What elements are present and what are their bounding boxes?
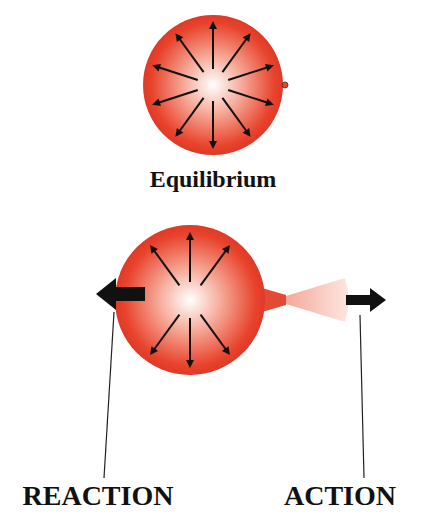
- pressure-arrow: [178, 37, 203, 72]
- pressure-arrow: [228, 67, 269, 80]
- callout-label: REACTION: [23, 480, 174, 512]
- pressure-arrow: [201, 315, 227, 351]
- air-jet: [286, 278, 349, 322]
- pressure-arrow: [153, 249, 179, 285]
- arrow-head: [222, 346, 230, 355]
- pressure-arrow: [222, 98, 247, 133]
- pressure-arrow: [222, 37, 247, 72]
- arrow-head: [150, 245, 158, 254]
- balloon-neck: [262, 288, 286, 312]
- leader-line: [360, 315, 364, 478]
- arrow-head: [243, 128, 251, 137]
- arrow-head: [152, 64, 161, 72]
- arrow-head: [265, 99, 274, 107]
- pressure-arrow: [157, 67, 198, 80]
- arrow-head: [150, 346, 158, 355]
- pressure-arrow: [201, 249, 227, 285]
- callout-label: ACTION: [284, 480, 396, 512]
- pressure-arrow: [157, 90, 198, 103]
- leader-line: [104, 312, 114, 478]
- arrow-head: [152, 99, 161, 107]
- arrow-head: [222, 245, 230, 254]
- arrow-head: [186, 232, 194, 240]
- arrow-head: [175, 33, 183, 42]
- balloon-knot: [282, 82, 288, 88]
- arrow-head: [186, 360, 194, 368]
- pressure-arrow: [153, 315, 179, 351]
- action-arrow: [346, 288, 386, 312]
- diagram-label: Equilibrium: [150, 166, 277, 193]
- pressure-arrow: [212, 101, 214, 144]
- reaction-arrow: [96, 278, 145, 310]
- pressure-arrow: [212, 26, 214, 69]
- pressure-arrow: [189, 318, 191, 363]
- arrow-head: [209, 21, 217, 29]
- arrow-head: [175, 128, 183, 137]
- balloon: [143, 15, 283, 155]
- arrow-head: [265, 64, 274, 72]
- pressure-arrow: [178, 98, 203, 133]
- pressure-arrow: [189, 237, 191, 282]
- arrow-head: [243, 33, 251, 42]
- arrow-head: [209, 141, 217, 149]
- pressure-arrow: [228, 90, 269, 103]
